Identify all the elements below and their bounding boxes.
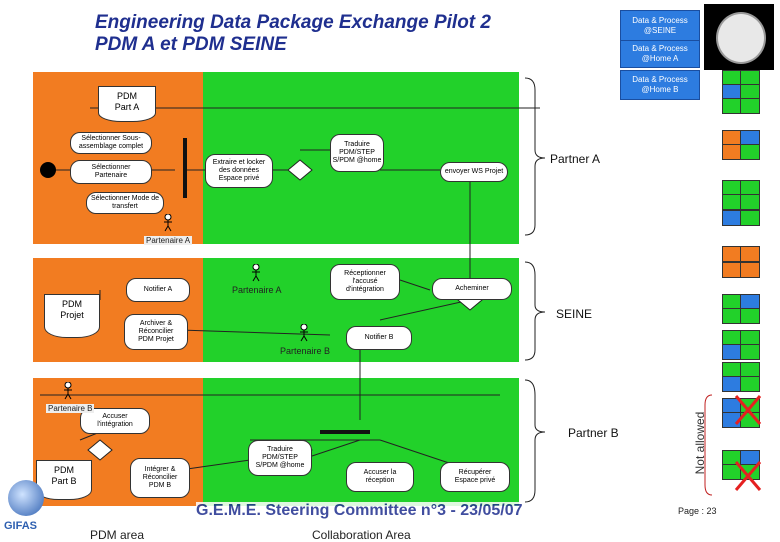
activity-recuperer: Récupérer Espace privé xyxy=(440,462,510,492)
logo-emblem xyxy=(716,12,766,64)
sync-bar-a xyxy=(183,138,187,198)
sync-bar-b xyxy=(320,430,370,434)
activity-integrer: Intégrer & Réconcilier PDM B xyxy=(130,458,190,498)
side-label-seine: SEINE xyxy=(556,307,593,321)
doc-pdm-part-a: PDM Part A xyxy=(98,86,156,122)
actor-icon-a2 xyxy=(252,264,260,282)
legend-data-process-home-b: Data & Process @Home B xyxy=(620,70,700,100)
activity-select-partenaire: Sélectionner Partenaire xyxy=(70,160,152,184)
footer-pdm-area: PDM area xyxy=(90,528,145,542)
legend-data-process-home-a: Data & Process @Home A xyxy=(620,40,700,68)
cross-1-stroke-b xyxy=(734,395,762,425)
actor-partenaire-a-2: Partenaire A xyxy=(232,285,282,295)
actor-partenaire-b-2: Partenaire B xyxy=(46,404,95,413)
activity-notifier-a: Notifier A xyxy=(126,278,190,302)
activity-receptionner: Réceptionner l'accusé d'intégration xyxy=(330,264,400,300)
swatch-orange-4 xyxy=(740,246,760,262)
swatch-green-11 xyxy=(740,210,760,226)
actor-partenaire-b-1: Partenaire B xyxy=(280,346,331,356)
logo-box xyxy=(704,4,774,70)
title-line-2: PDM A et PDM SEINE xyxy=(95,34,287,55)
actor-icon-b2 xyxy=(64,382,72,400)
swatch-green-17 xyxy=(740,344,760,360)
activity-envoyer: envoyer WS Projet xyxy=(440,162,508,182)
actor-partenaire-a-1: Partenaire A xyxy=(144,236,193,245)
page-title: Engineering Data Package Exchange Pilot … xyxy=(95,12,491,56)
doc-pdm-part-b: PDM Part B xyxy=(36,460,92,500)
footer-page: Page : 23 xyxy=(678,506,717,516)
side-label-partner-a: Partner A xyxy=(550,152,601,166)
activity-traduire-a: Traduire PDM/STEP S/PDM @home xyxy=(330,134,384,172)
legend-data-process-seine: Data & Process @SEINE xyxy=(620,10,700,42)
activity-select-mode: Sélectionner Mode de transfert xyxy=(86,192,164,214)
cross-2-stroke-b xyxy=(734,461,762,491)
swatch-orange-6 xyxy=(740,262,760,278)
activity-notifier-b: Notifier B xyxy=(346,326,412,350)
activity-acheminer: Acheminer xyxy=(432,278,512,300)
activity-traduire-b: Traduire PDM/STEP S/PDM @home xyxy=(248,440,312,476)
footer-committee: G.E.M.E. Steering Committee n°3 - 23/05/… xyxy=(196,502,523,520)
swatch-green-6 xyxy=(740,144,760,160)
swatch-green-5 xyxy=(740,98,760,114)
activity-archiver: Archiver & Réconcilier PDM Projet xyxy=(124,314,188,350)
gifas-label: GIFAS xyxy=(4,520,38,532)
activity-accuser-reception: Accuser la réception xyxy=(346,462,414,492)
gifas-logo xyxy=(8,480,44,516)
swatch-green-14 xyxy=(740,308,760,324)
activity-extraire: Extraire et locker des données Espace pr… xyxy=(205,154,273,188)
swatch-green-10 xyxy=(740,194,760,210)
title-line-1: Engineering Data Package Exchange Pilot … xyxy=(95,12,491,33)
swatch-green-20 xyxy=(740,376,760,392)
side-label-partner-b: Partner B xyxy=(568,426,619,440)
actor-icon-a1 xyxy=(164,214,172,232)
actor-icon-b1 xyxy=(300,324,308,342)
doc-pdm-projet: PDM Projet xyxy=(44,294,100,338)
footer-collab-area: Collaboration Area xyxy=(312,528,411,542)
activity-select-sous-ensemble: Sélectionner Sous- assemblage complet xyxy=(70,132,152,154)
